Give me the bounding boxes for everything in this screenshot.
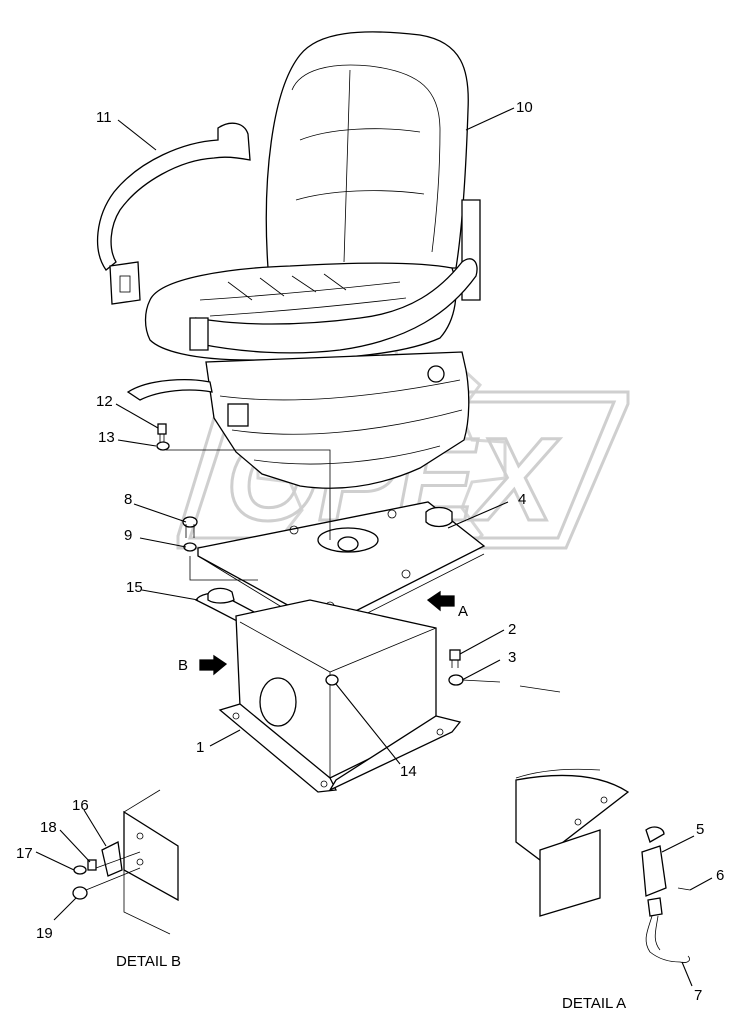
- seat-cushion: [144, 258, 478, 361]
- leader-lines: [35, 107, 713, 987]
- callout-3: 3: [508, 649, 516, 666]
- projection-lines: [166, 449, 561, 693]
- callout-14: 14: [400, 763, 417, 780]
- seat-belt: [96, 122, 251, 305]
- bolt-2: [449, 649, 461, 668]
- detail-a-caption: DETAIL A: [562, 995, 626, 1012]
- callout-2: 2: [508, 621, 516, 638]
- detail-b: [72, 789, 179, 935]
- view-arrow-b-icon: [199, 654, 228, 676]
- callout-15: 15: [126, 579, 143, 596]
- callout-4: 4: [518, 491, 526, 508]
- callout-18: 18: [40, 819, 57, 836]
- callout-1: 1: [196, 739, 204, 756]
- callout-19: 19: [36, 925, 53, 942]
- callout-11: 11: [96, 109, 112, 126]
- callout-12: 12: [96, 393, 113, 410]
- seat-plate: [197, 501, 486, 635]
- callout-16: 16: [72, 797, 89, 814]
- view-arrow-a-label: A: [458, 603, 468, 620]
- callout-17: 17: [16, 845, 33, 862]
- nut-14: [325, 674, 339, 686]
- callout-5: 5: [696, 821, 704, 838]
- callouts: 11 10 12 13 8 9 4 15 A 2 3 B 1 14 16 18 …: [16, 99, 724, 1004]
- callout-8: 8: [124, 491, 132, 508]
- callout-9: 9: [124, 527, 132, 544]
- washer-13: [156, 441, 170, 451]
- view-arrow-a-icon: [426, 590, 455, 612]
- seat-pedestal: [218, 599, 462, 793]
- callout-10: 10: [516, 99, 533, 116]
- view-arrow-b-label: B: [178, 657, 188, 674]
- seat-suspension: [126, 351, 470, 489]
- callout-13: 13: [98, 429, 115, 446]
- detail-b-caption: DETAIL B: [116, 953, 181, 970]
- washer-3: [448, 674, 464, 686]
- watermark-frame: [176, 390, 630, 550]
- seat-back: [265, 31, 481, 301]
- detail-a: [515, 768, 691, 963]
- callout-6: 6: [716, 867, 724, 884]
- bolt-8: [182, 516, 198, 538]
- callout-7: 7: [694, 987, 702, 1004]
